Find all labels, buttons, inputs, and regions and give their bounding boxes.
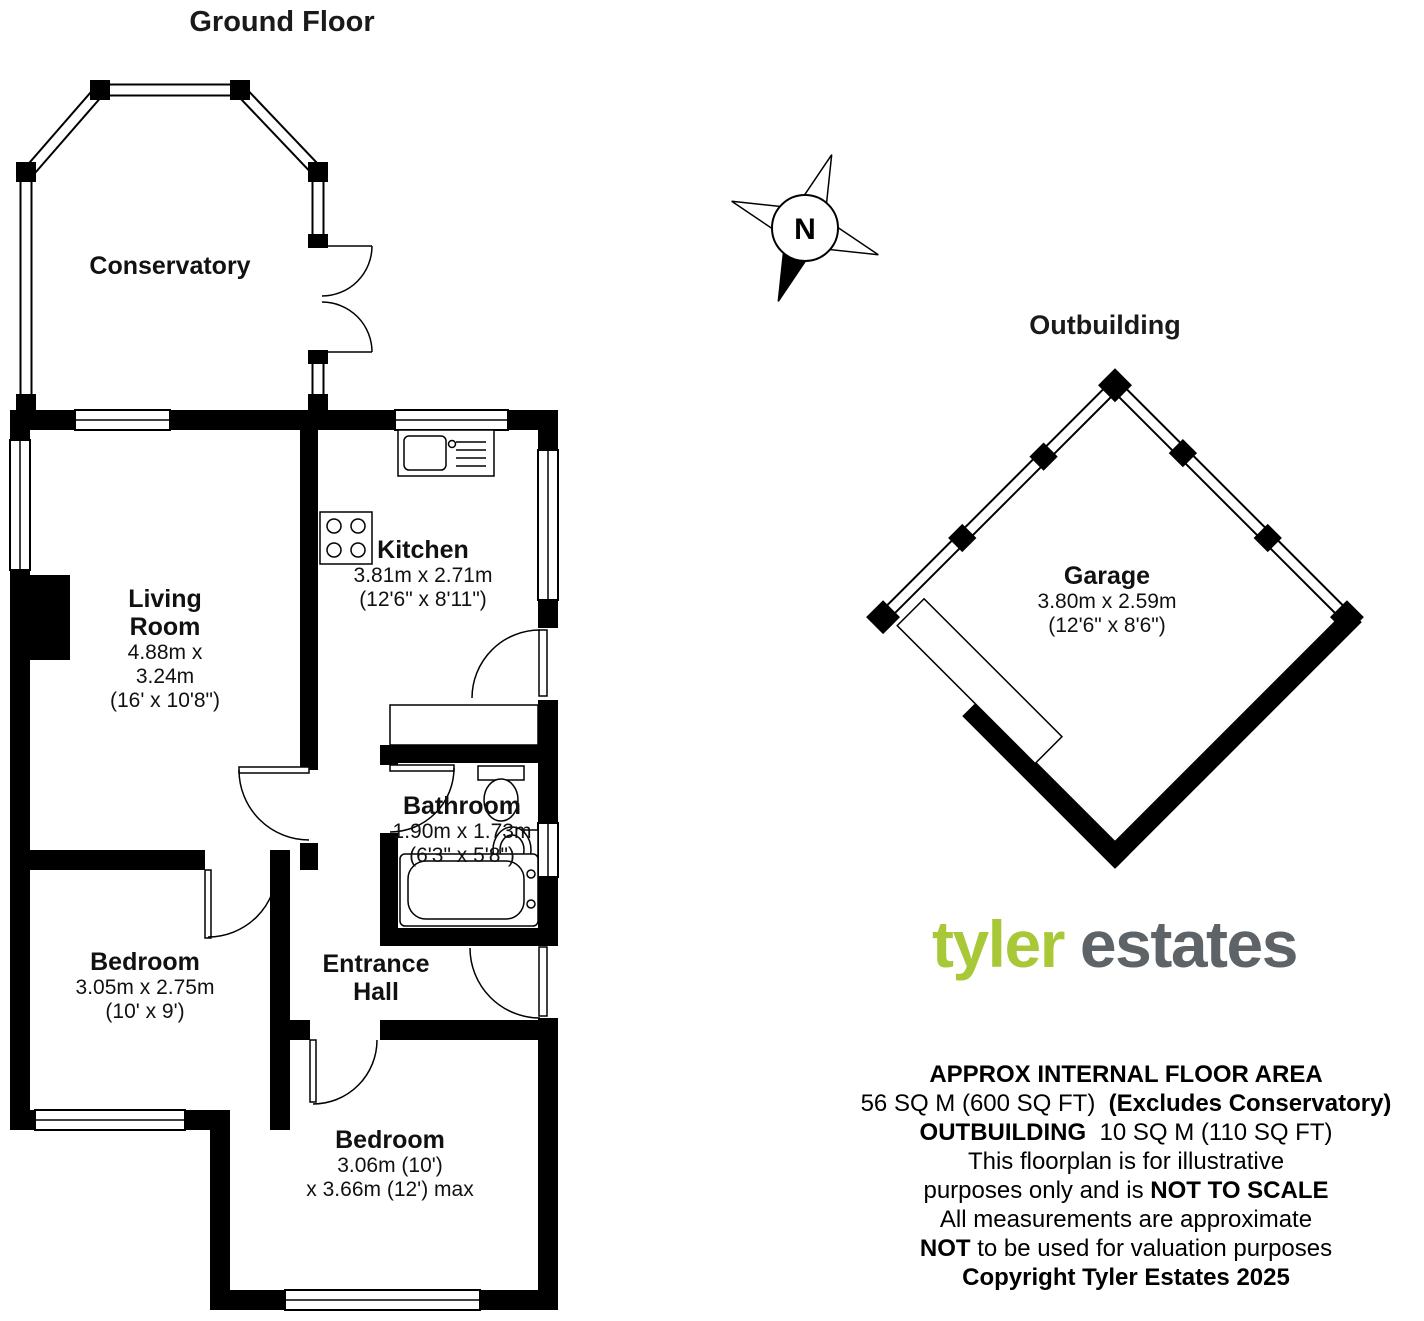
north-compass: N (731, 154, 879, 302)
logo-word-estates: estates (1079, 907, 1299, 981)
disclaimer-line: 56 SQ M (600 SQ FT) (Excludes Conservato… (861, 1089, 1392, 1118)
kitchen-door-arc (471, 629, 541, 699)
kitchen-door-leaf (538, 629, 548, 697)
bathroom-dims-imperial: (6'3" x 5'8") (409, 844, 515, 867)
conservatory-window-posts (16, 80, 328, 410)
disclaimer-line: APPROX INTERNAL FLOOR AREA (861, 1060, 1392, 1089)
kitchen-dims-imperial: (12'6" x 8'11") (359, 588, 487, 611)
disclaimer-line: Copyright Tyler Estates 2025 (861, 1263, 1392, 1292)
living-room-dims-imperial: (16' x 10'8") (109, 689, 221, 712)
bedroom1-name: Bedroom (90, 948, 200, 976)
disclaimer-text: 10 SQ M (110 SQ FT) (1086, 1119, 1333, 1146)
bathroom-label: Bathroom 1.90m x 1.73m (6'3" x 5'8") (362, 792, 562, 868)
ground-floor-title: Ground Floor (189, 6, 375, 38)
bathroom-dims-metric: 1.90m x 1.73m (392, 820, 532, 843)
garage-structure (866, 368, 1364, 869)
house-interior-walls (10, 430, 558, 1130)
garage-dims-imperial: (12'6" x 8'6") (1048, 614, 1166, 637)
living-room-label: Living Room 4.88m x 3.24m (16' x 10'8") (99, 585, 231, 713)
conservatory-walls (16, 80, 373, 410)
bathtub-icon (399, 853, 539, 927)
disclaimer-text: purposes only and is (923, 1177, 1151, 1204)
front-door-arc (469, 947, 541, 1019)
disclaimer-text: NOT TO SCALE (1150, 1177, 1329, 1204)
garage-door-leaf (896, 597, 1064, 765)
disclaimer-text: This floorplan is for illustrative (967, 1148, 1285, 1175)
bedroom2-dims-imperial: x 3.66m (12') max (306, 1178, 474, 1201)
disclaimer-block: APPROX INTERNAL FLOOR AREA 56 SQ M (600 … (861, 1060, 1392, 1292)
front-door-leaf (538, 946, 548, 1017)
garage-label: Garage 3.80m x 2.59m (12'6" x 8'6") (1002, 562, 1212, 638)
conservatory-name: Conservatory (89, 252, 251, 280)
disclaimer-text: to be used for valuation purposes (970, 1235, 1333, 1262)
conservatory-french-doors (321, 245, 373, 353)
logo-word-tyler: tyler (932, 907, 1065, 981)
garage-solid-wall-right (1102, 607, 1362, 867)
bathroom-name: Bathroom (402, 792, 522, 820)
bedroom2-dims-metric: 3.06m (10') (337, 1154, 443, 1177)
bedroom1-door-arc (207, 867, 278, 938)
bedroom1-label: Bedroom 3.05m x 2.75m (10' x 9') (45, 948, 245, 1024)
kitchen-sink-icon (397, 429, 495, 477)
living-room-dims-metric: 4.88m x 3.24m (127, 641, 203, 688)
chimney-breast (10, 575, 70, 660)
kitchen-name: Kitchen (377, 536, 469, 564)
entrance-hall-label: Entrance Hall (315, 950, 437, 1006)
living-room-name: Living Room (128, 585, 202, 641)
bedroom2-name: Bedroom (335, 1126, 445, 1154)
disclaimer-line: NOT to be used for valuation purposes (861, 1234, 1392, 1263)
disclaimer-text: Copyright Tyler Estates 2025 (962, 1264, 1290, 1291)
disclaimer-text: NOT (919, 1235, 971, 1262)
entrance-hall-name: Entrance Hall (322, 950, 430, 1006)
disclaimer-text: 56 SQ M (600 SQ FT) (860, 1090, 1096, 1117)
hob-icon (319, 511, 373, 565)
bedroom1-dims-metric: 3.05m x 2.75m (75, 976, 215, 999)
garage-name: Garage (1063, 562, 1151, 590)
compass-circle (771, 194, 839, 262)
bedroom2-door-arc (312, 1039, 378, 1105)
disclaimer-text: (Excludes Conservatory) (1095, 1090, 1392, 1117)
disclaimer-line: This floorplan is for illustrative (861, 1147, 1392, 1176)
bathroom-door-leaf (389, 764, 455, 772)
disclaimer-line: All measurements are approximate (861, 1205, 1392, 1234)
fixtures (319, 429, 539, 927)
garage-solid-wall-bottom (962, 702, 1130, 869)
living-room-door-leaf (238, 766, 310, 774)
disclaimer-text: OUTBUILDING (919, 1119, 1087, 1146)
disclaimer-line: purposes only and is NOT TO SCALE (861, 1176, 1392, 1205)
conservatory-label: Conservatory (50, 252, 290, 280)
kitchen-counter (389, 704, 539, 746)
kitchen-dims-metric: 3.81m x 2.71m (353, 564, 493, 587)
house-windows (9, 409, 559, 1311)
outbuilding-title: Outbuilding (1029, 310, 1181, 340)
bedroom2-label: Bedroom 3.06m (10') x 3.66m (12') max (275, 1126, 505, 1202)
bedroom2-door-leaf (309, 1039, 317, 1103)
disclaimer-text: All measurements are approximate (939, 1206, 1313, 1233)
bathroom-door-arc (389, 767, 455, 833)
bedroom1-door-leaf (204, 869, 212, 939)
kitchen-label: Kitchen 3.81m x 2.71m (12'6" x 8'11") (328, 536, 518, 612)
living-room-door-arc (238, 769, 310, 841)
garage-dims-metric: 3.80m x 2.59m (1037, 590, 1177, 613)
bedroom1-dims-imperial: (10' x 9') (105, 1000, 185, 1023)
toilet-icon (477, 765, 525, 822)
disclaimer-line: OUTBUILDING 10 SQ M (110 SQ FT) (861, 1118, 1392, 1147)
compass-north-label: N (794, 213, 816, 246)
disclaimer-text: APPROX INTERNAL FLOOR AREA (929, 1061, 1323, 1088)
doors (204, 629, 548, 1105)
